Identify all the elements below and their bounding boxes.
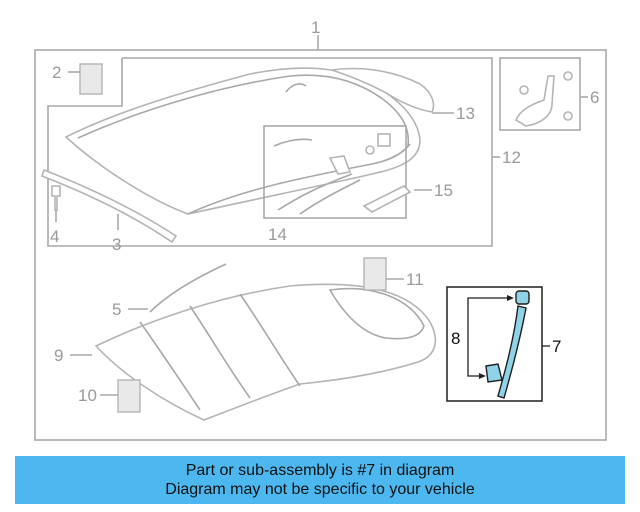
bolt [519, 85, 529, 95]
callout-7: 7 [552, 337, 561, 356]
callout-15: 15 [434, 181, 453, 200]
hinge-bracket [515, 75, 555, 127]
highlighted-cap [515, 290, 530, 305]
sub-assembly-frame [47, 57, 493, 247]
soft-top-bow [189, 305, 251, 399]
trim-rail [277, 173, 353, 211]
label-sticker [117, 379, 141, 413]
arrow-head [479, 373, 486, 379]
banner-line-1: Part or sub-assembly is #7 in diagram [185, 462, 455, 479]
label-sticker [79, 63, 103, 95]
assembly-frame [34, 49, 607, 441]
highlighted-rod [497, 305, 527, 399]
soft-top [94, 283, 437, 421]
callout-5: 5 [112, 300, 121, 319]
hard-top-handle [285, 83, 307, 93]
bolt [563, 71, 573, 81]
highlighted-clip [485, 363, 503, 383]
detail-frame [263, 125, 407, 219]
callout-6: 6 [590, 88, 599, 107]
screw [51, 185, 61, 211]
callout-1: 1 [311, 18, 320, 37]
callout-2: 2 [52, 63, 61, 82]
trim-piece [273, 138, 313, 147]
callout-4: 4 [50, 227, 59, 246]
soft-top-bow [139, 321, 201, 411]
latch [328, 155, 352, 175]
callout-12: 12 [502, 148, 521, 167]
highlighted-part-frame [446, 286, 543, 402]
hard-top-panel [64, 67, 421, 215]
clip [365, 145, 375, 155]
arrow-head [507, 295, 514, 301]
weatherstrip [331, 67, 435, 113]
callout-13: 13 [456, 104, 475, 123]
callout-9: 9 [54, 346, 63, 365]
info-banner: Part or sub-assembly is #7 in diagram Di… [15, 456, 625, 504]
label-sticker [363, 257, 387, 291]
trim-rail [299, 179, 361, 215]
banner-line-2: Diagram may not be specific to your vehi… [165, 481, 475, 498]
clip [377, 133, 391, 147]
side-molding [41, 168, 178, 244]
soft-top-bow [239, 293, 301, 387]
hard-top-edge [77, 74, 410, 147]
bracket-kit-frame [499, 57, 581, 131]
cable [149, 263, 227, 313]
callout-8: 8 [451, 329, 460, 348]
callout-8-bracket [467, 297, 512, 377]
bolt [563, 111, 573, 121]
callout-10: 10 [78, 386, 97, 405]
trim-strip [362, 185, 412, 213]
callout-3: 3 [112, 235, 121, 254]
callout-14: 14 [268, 225, 287, 244]
parts-diagram: 1 12 13 6 2 14 15 3 4 5 [34, 18, 607, 441]
soft-top-window [328, 287, 425, 340]
callout-11: 11 [406, 270, 424, 289]
